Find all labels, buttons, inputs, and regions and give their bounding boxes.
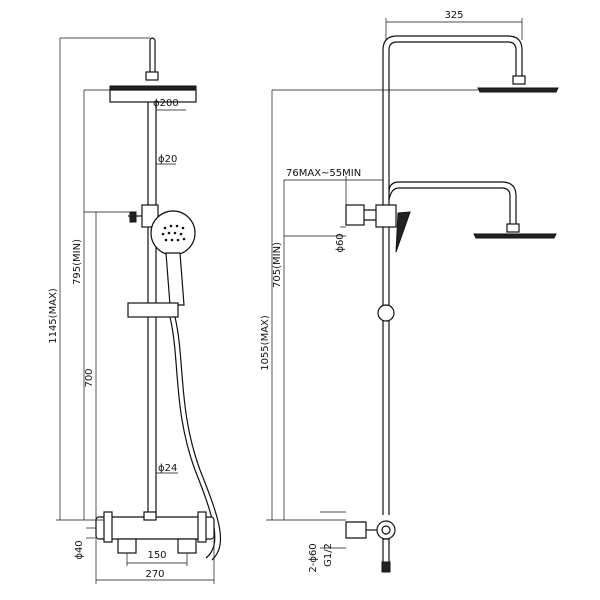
front-hose-inner — [169, 316, 216, 559]
front-handle-left — [103, 511, 113, 543]
side-wall-flange — [345, 521, 367, 539]
front-hand-shower-nozzles — [161, 224, 186, 242]
side-top-arm — [382, 35, 523, 76]
front-inlet-right — [177, 538, 197, 554]
side-valve-handle — [381, 561, 391, 573]
side-hand-shower-holder — [395, 211, 411, 253]
side-wall-bracket — [345, 204, 365, 226]
side-slider — [377, 304, 395, 322]
front-dim-upper-pipe: ϕ20 — [158, 154, 177, 165]
front-gooseneck — [149, 37, 156, 72]
front-dim-head-diameter: ϕ200 — [153, 98, 179, 109]
front-inlet-left — [117, 538, 137, 554]
front-dim-slide-bar: 700 — [84, 368, 95, 387]
front-dim-body-diameter: ϕ40 — [74, 540, 85, 559]
side-valve-center — [381, 525, 391, 535]
front-view: ϕ200 ϕ20 ϕ24 795(MIN) 1145(MAX) 700 ϕ40 … — [48, 37, 222, 584]
side-lower-arm — [388, 181, 517, 224]
side-top-shower-head — [477, 87, 559, 93]
side-lower-head-connector — [506, 223, 520, 233]
side-dim-thread: G1/2 — [323, 543, 334, 567]
front-dim-overall-width: 270 — [145, 569, 164, 580]
side-dim-height-min: 705(MIN) — [272, 242, 283, 288]
front-dim-lower-pipe: ϕ24 — [158, 463, 177, 474]
front-shower-head — [109, 89, 197, 103]
front-diverter-knob — [129, 211, 137, 223]
front-slider — [127, 302, 179, 318]
side-view: 325 76MAX~55MIN ϕ60 705(MIN) 1055(MAX) 2… — [260, 10, 559, 573]
side-top-head-connector — [512, 75, 526, 85]
side-dim-height-max: 1055(MAX) — [260, 315, 271, 371]
front-dim-height-max: 1145(MAX) — [48, 288, 59, 344]
front-handle-right — [197, 511, 207, 543]
front-dim-inlet-spacing: 150 — [147, 550, 166, 561]
front-hand-shower-handle — [165, 252, 185, 306]
front-hose-outer — [174, 316, 222, 561]
side-dim-bracket-diameter: ϕ60 — [335, 233, 346, 252]
side-dim-arm-reach: 325 — [444, 10, 463, 21]
side-dim-inlet-connection: 2-ϕ60 — [308, 543, 319, 572]
side-lower-shower-head — [473, 233, 557, 239]
front-head-connector — [145, 71, 159, 81]
front-outlet — [143, 511, 157, 521]
front-dim-height-min: 795(MIN) — [72, 239, 83, 285]
side-dim-wall-bracket: 76MAX~55MIN — [286, 168, 361, 179]
front-hand-shower-head — [150, 210, 196, 256]
side-bracket-clamp — [375, 204, 397, 228]
